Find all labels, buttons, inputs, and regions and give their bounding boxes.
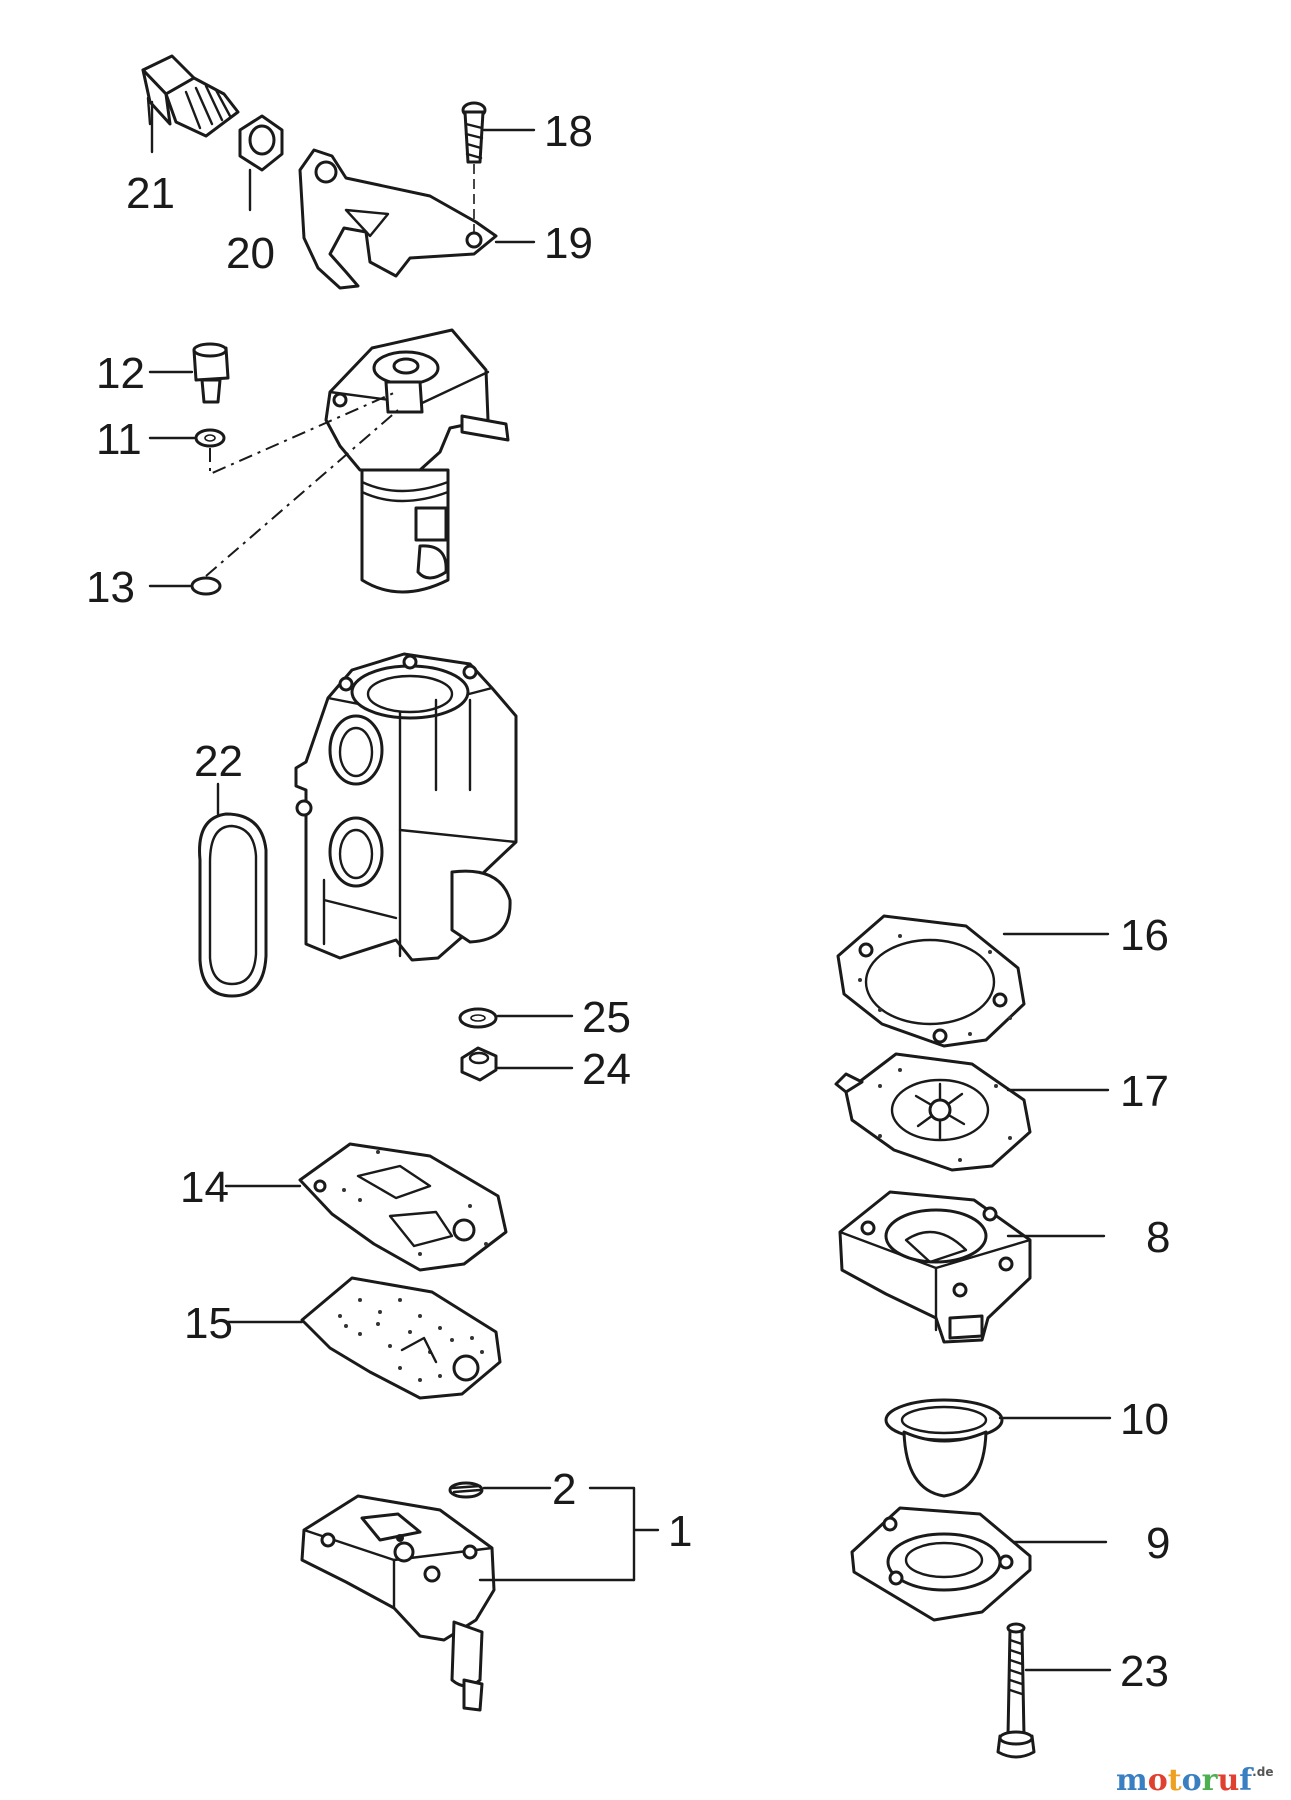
part-20-nut <box>238 114 284 172</box>
callout-9: 9 <box>1146 1519 1170 1568</box>
brand-letter: f <box>1239 1763 1254 1798</box>
callout-22: 22 <box>194 737 243 786</box>
part-25-washer <box>458 1007 498 1029</box>
callout-25: 25 <box>582 993 631 1042</box>
part-carb-body <box>294 652 518 962</box>
part-9-primer-cover <box>850 1506 1032 1622</box>
callout-16: 16 <box>1120 911 1169 960</box>
brand-wordmark: motoruf.de <box>1116 1763 1273 1798</box>
part-18-screw <box>461 101 487 236</box>
callout-8: 8 <box>1146 1213 1170 1262</box>
part-1-pump-body <box>300 1494 496 1712</box>
callout-20: 20 <box>226 229 275 278</box>
part-21-fitting <box>141 54 240 138</box>
part-13-clip <box>190 576 222 596</box>
callout-11: 11 <box>96 415 142 464</box>
part-17-diaphragm <box>834 1052 1032 1172</box>
part-23-screw <box>996 1622 1036 1759</box>
brand-letter: o <box>1148 1763 1168 1798</box>
brand-letter: t <box>1168 1763 1182 1798</box>
callout-21: 21 <box>126 169 175 218</box>
part-10-primer-bulb <box>884 1398 1004 1498</box>
part-24-nut <box>460 1046 498 1082</box>
part-19-bracket <box>298 148 498 290</box>
callout-1: 1 <box>668 1507 692 1556</box>
callout-23: 23 <box>1120 1647 1169 1696</box>
part-22-gasket-ring <box>198 812 268 998</box>
callout-13: 13 <box>86 563 135 612</box>
brand-letter: m <box>1116 1763 1148 1798</box>
part-12-adjust-screw <box>192 342 230 404</box>
part-16-gasket <box>836 914 1026 1048</box>
callout-12: 12 <box>96 349 145 398</box>
part-14-gasket <box>298 1142 508 1272</box>
callout-10: 10 <box>1120 1395 1169 1444</box>
part-2-screen <box>448 1481 484 1499</box>
part-throttle-body <box>324 328 510 594</box>
part-11-washer <box>194 428 226 448</box>
callout-17: 17 <box>1120 1067 1169 1116</box>
callout-18: 18 <box>544 107 593 156</box>
brand-suffix: .de <box>1252 1765 1273 1779</box>
leader-1-bracket <box>588 1486 660 1582</box>
callout-24: 24 <box>582 1045 631 1094</box>
part-15-diaphragm <box>300 1276 502 1400</box>
callout-2: 2 <box>552 1465 576 1514</box>
part-8-cover <box>838 1190 1032 1344</box>
callout-19: 19 <box>544 219 593 268</box>
callout-15: 15 <box>184 1299 233 1348</box>
brand-letter: u <box>1217 1763 1239 1798</box>
watermark-logo: motoruf.de <box>1116 1763 1273 1798</box>
brand-letter: o <box>1182 1763 1202 1798</box>
brand-letter: r <box>1202 1763 1219 1798</box>
callout-14: 14 <box>180 1163 229 1212</box>
